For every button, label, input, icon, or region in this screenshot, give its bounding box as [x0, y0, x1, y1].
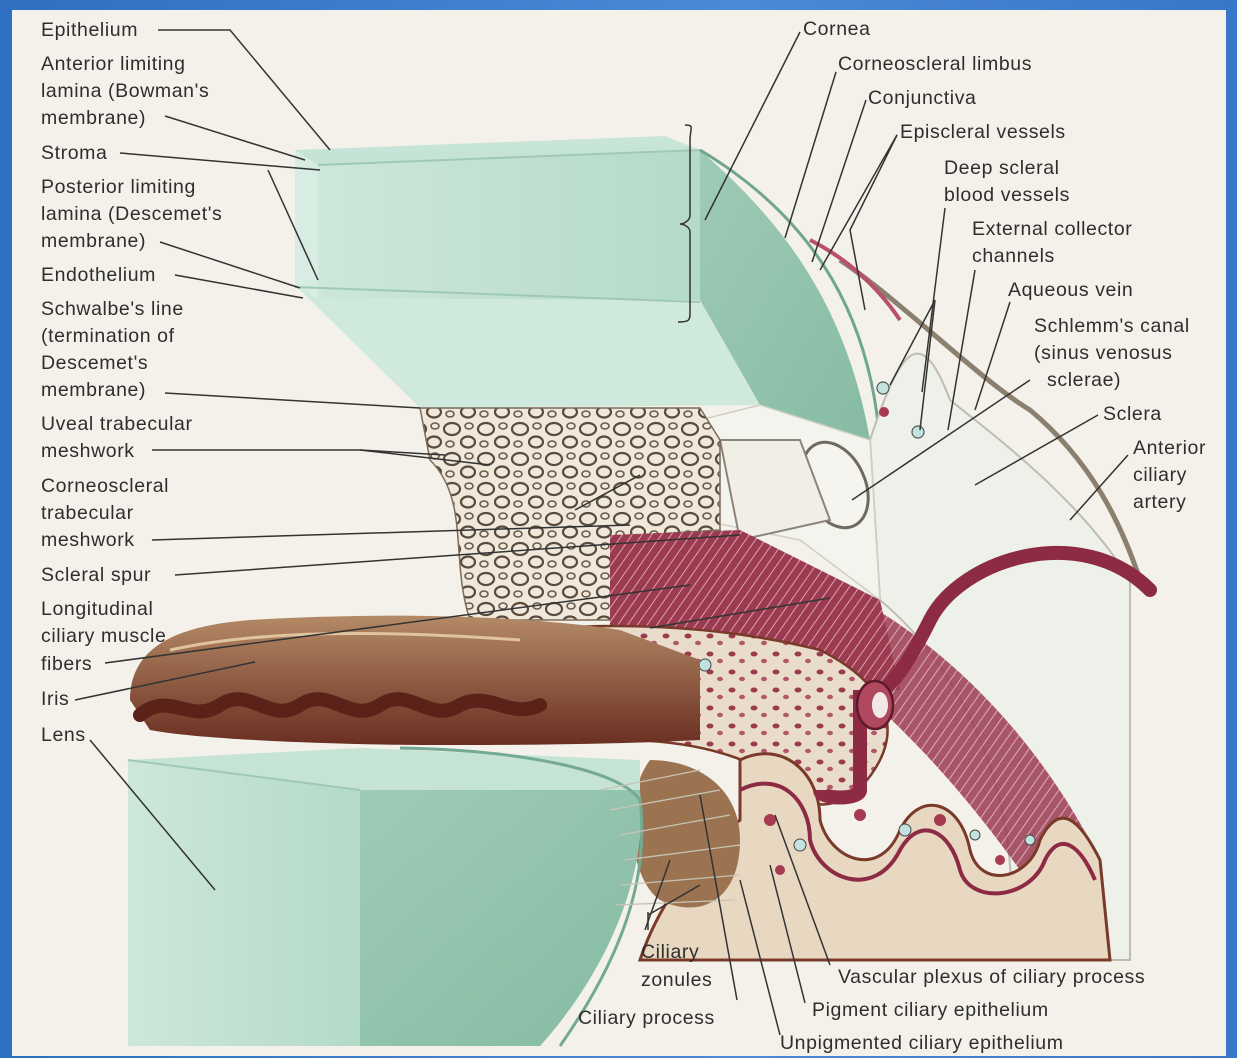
label-schwalbe-1: Schwalbe's line: [41, 298, 184, 320]
label-stroma: Stroma: [41, 142, 107, 164]
label-iris: Iris: [41, 688, 69, 710]
label-posterior-limiting-3: membrane): [41, 230, 146, 252]
label-scleral-spur: Scleral spur: [41, 564, 151, 586]
iris: [130, 616, 700, 745]
label-episcleral-vessels: Episcleral vessels: [900, 121, 1066, 143]
label-cornea: Cornea: [803, 18, 871, 40]
label-external-collector-2: channels: [972, 245, 1055, 267]
label-corneoscleral-tm-2: trabecular: [41, 502, 134, 524]
label-longitudinal-1: Longitudinal: [41, 598, 153, 620]
label-anterior-ciliary-3: artery: [1133, 491, 1186, 513]
label-schlemm-1: Schlemm's canal: [1034, 315, 1190, 337]
label-anterior-limiting-3: membrane): [41, 107, 146, 129]
label-anterior-ciliary-1: Anterior: [1133, 437, 1206, 459]
label-schlemm-3: sclerae): [1047, 369, 1121, 391]
label-endothelium: Endothelium: [41, 264, 156, 286]
label-schwalbe-3: Descemet's: [41, 352, 148, 374]
label-epithelium: Epithelium: [41, 19, 138, 41]
label-posterior-limiting-1: Posterior limiting: [41, 176, 196, 198]
label-deep-scleral-1: Deep scleral: [944, 157, 1060, 179]
label-anterior-limiting-1: Anterior limiting: [41, 53, 186, 75]
label-posterior-limiting-2: lamina (Descemet's: [41, 203, 222, 225]
label-lens: Lens: [41, 724, 86, 746]
label-longitudinal-2: ciliary muscle: [41, 625, 166, 647]
label-deep-scleral-2: blood vessels: [944, 184, 1070, 206]
label-unpigmented-epithelium: Unpigmented ciliary epithelium: [780, 1032, 1064, 1054]
label-external-collector-1: External collector: [972, 218, 1132, 240]
label-schwalbe-4: membrane): [41, 379, 146, 401]
label-ciliary-zonules-2: zonules: [641, 969, 712, 991]
label-uveal-1: Uveal trabecular: [41, 413, 193, 435]
lens-block: [128, 748, 642, 1046]
label-vascular-plexus: Vascular plexus of ciliary process: [838, 966, 1145, 988]
label-corneoscleral-limbus: Corneoscleral limbus: [838, 53, 1032, 75]
label-corneoscleral-tm-1: Corneoscleral: [41, 475, 169, 497]
label-conjunctiva: Conjunctiva: [868, 87, 977, 109]
label-schwalbe-2: (termination of: [41, 325, 175, 347]
label-ciliary-zonules-1: Ciliary: [641, 941, 699, 963]
cornea-block: [295, 136, 880, 445]
label-corneoscleral-tm-3: meshwork: [41, 529, 135, 551]
label-sclera: Sclera: [1103, 403, 1162, 425]
label-ciliary-process: Ciliary process: [578, 1007, 715, 1029]
label-longitudinal-3: fibers: [41, 653, 92, 675]
label-anterior-ciliary-2: ciliary: [1133, 464, 1187, 486]
label-anterior-limiting-2: lamina (Bowman's: [41, 80, 209, 102]
label-schlemm-2: (sinus venosus: [1034, 342, 1172, 364]
label-aqueous-vein: Aqueous vein: [1008, 279, 1133, 301]
label-uveal-2: meshwork: [41, 440, 135, 462]
label-pigment-epithelium: Pigment ciliary epithelium: [812, 999, 1049, 1021]
